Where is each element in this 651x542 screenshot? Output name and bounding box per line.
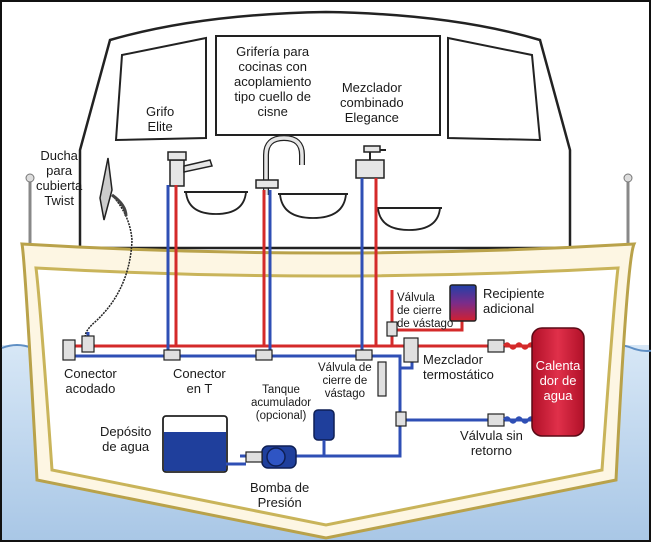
accumulator-tank [313,409,335,441]
faucet-gooseneck [255,134,305,195]
pressure-pump [245,445,297,469]
label-conector-t: Conector en T [173,366,226,396]
label-valvula-retorno: Válvula sin retorno [460,428,523,458]
fittings [62,321,505,427]
sink-elegance [376,207,442,231]
sink-elite [184,191,248,215]
faucet-elite [167,151,213,187]
label-ducha: Ducha para cubierta Twist [36,148,83,208]
label-valvula-cierre-2: Válvula de cierre de vástago [318,362,372,400]
water-reservoir [162,415,246,473]
label-deposito: Depósito de agua [100,424,152,454]
additional-tank [449,284,477,322]
shower-twist [84,157,133,343]
cabin [78,10,572,250]
label-conector-acodado: Conector acodado [64,366,117,396]
faucet-elegance [355,145,386,179]
label-bomba: Bomba de Presión [250,480,310,510]
label-mezclador-termostatico: Mezclador termostático [423,352,494,382]
label-griferia: Grifería para cocinas con acoplamiento t… [234,44,312,119]
label-mezclador-combinado: Mezclador combinado Elegance [340,80,404,125]
label-calentador: Calenta dor de agua [535,358,581,403]
label-tanque: Tanque acumulador (opcional) [251,384,312,422]
water-heater [531,327,585,437]
label-valvula-cierre-1: Válvula de cierre de vástago [397,292,454,330]
label-recipiente: Recipiente adicional [483,286,545,316]
sink-gooseneck [278,193,348,219]
heater-hot-coil [502,342,536,350]
heater-cold-coil [502,416,536,424]
label-grifo-elite: Grifo Elite [146,104,175,134]
